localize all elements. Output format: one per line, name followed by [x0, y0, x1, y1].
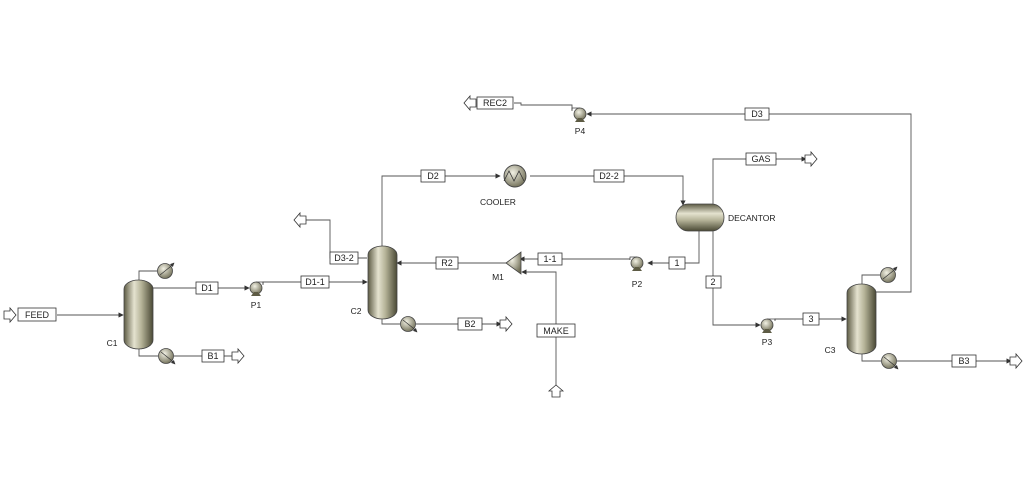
stream-d1-1[interactable]: D1-1 [300, 275, 330, 289]
stream-b1[interactable]: B1 [201, 349, 225, 363]
stream-gas-label: GAS [751, 154, 770, 164]
stream-feed-label: FEED [25, 310, 50, 320]
decanter-icon [675, 203, 725, 232]
unit-label-cooler: COOLER [480, 197, 516, 207]
stream-b1-label: B1 [207, 351, 218, 361]
stream-line-d2[interactable] [381, 173, 501, 247]
stream-d3-label: D3 [751, 109, 763, 119]
stream-b2-label: B2 [464, 319, 475, 329]
stream-make[interactable]: MAKE [536, 323, 576, 338]
block-arrow-icon [463, 94, 477, 112]
pump-p3[interactable] [760, 318, 776, 333]
unit-label-c3: C3 [825, 345, 836, 355]
stream-d1[interactable]: D1 [195, 281, 219, 295]
block-arrow-icon [3, 306, 17, 324]
pumps [249, 107, 776, 333]
pump-p2[interactable] [629, 256, 644, 271]
stream-line-make[interactable] [521, 269, 557, 388]
unit-label-c1: C1 [107, 338, 118, 348]
stream-line-gas[interactable] [712, 156, 807, 207]
stream-1-label: 1 [674, 258, 679, 268]
block-arrow-icon [1009, 352, 1023, 370]
stream-feed[interactable]: FEED [17, 307, 57, 322]
block-arrow-icon [231, 347, 245, 365]
pump-p1[interactable] [249, 281, 264, 296]
stream-1-1-label: 1-1 [543, 254, 556, 264]
c2-reboiler[interactable] [400, 316, 418, 333]
column-c1[interactable] [123, 279, 154, 350]
unit-label-p3: P3 [762, 337, 773, 347]
stream-d1-label: D1 [201, 283, 213, 293]
stream-make-label: MAKE [543, 326, 569, 336]
stream-3[interactable]: 3 [802, 312, 820, 326]
stream-1[interactable]: 1 [668, 256, 686, 270]
unit-label-p2: P2 [632, 279, 643, 289]
c1-condenser[interactable] [157, 262, 175, 279]
heat-exchangers [157, 164, 899, 370]
unit-label-m1: M1 [492, 272, 504, 282]
cooler[interactable] [503, 164, 527, 188]
stream-3-label: 3 [808, 314, 813, 324]
stream-d2[interactable]: D2 [420, 169, 446, 183]
block-arrow-icon [499, 315, 513, 333]
stream-line-c2-reboiler[interactable] [381, 318, 400, 325]
stream-d2-2-label: D2-2 [599, 171, 619, 181]
stream-line-2[interactable] [712, 230, 761, 328]
terminal-arrows [3, 94, 1023, 398]
column-c3[interactable] [846, 283, 877, 355]
stream-line-d2-2[interactable] [530, 175, 686, 206]
c1-reboiler[interactable] [158, 348, 176, 365]
stream-d2-label: D2 [427, 171, 439, 181]
stream-d2-2[interactable]: D2-2 [593, 169, 625, 183]
unit-label-c2: C2 [351, 306, 362, 316]
stream-r2-label: R2 [441, 258, 453, 268]
c3-reboiler[interactable] [881, 353, 899, 370]
stream-d3[interactable]: D3 [744, 107, 770, 121]
stream-1-1[interactable]: 1-1 [537, 252, 563, 266]
stream-r2[interactable]: R2 [435, 256, 459, 270]
block-arrow-icon [804, 150, 818, 168]
unit-label-p1: P1 [251, 300, 262, 310]
unit-labels: C1 C2 C3 P1 P2 P3 P4 COOLER DECANTOR M1 [107, 126, 836, 355]
distillation-column-icon [123, 279, 154, 350]
stream-2-label: 2 [710, 277, 715, 287]
stream-rec2[interactable]: REC2 [476, 96, 514, 110]
stream-b2[interactable]: B2 [457, 317, 483, 331]
stream-2[interactable]: 2 [705, 275, 722, 289]
unit-label-decantor: DECANTOR [728, 213, 776, 223]
column-c2[interactable] [367, 245, 398, 320]
stream-d1-1-label: D1-1 [305, 277, 325, 287]
stream-line-c3-reboiler[interactable] [861, 352, 881, 362]
decantor[interactable] [675, 203, 725, 232]
heat-exchanger-icon [503, 164, 527, 188]
stream-line-1[interactable] [647, 230, 700, 266]
stream-rec2-label: REC2 [483, 98, 507, 108]
mixer-icon [505, 251, 522, 275]
stream-line-rec2[interactable] [514, 102, 573, 110]
stream-line-c1-reboiler[interactable] [138, 347, 158, 357]
stream-labels: FEED D1 B1 D1-1 D3-2 D2 B2 R2 [17, 96, 977, 368]
stream-line-c3-condenser[interactable] [861, 274, 880, 286]
stream-line-c1-condenser[interactable] [138, 270, 157, 282]
distillation-column-icon [367, 245, 398, 320]
distillation-column-icon [846, 283, 877, 355]
stream-gas[interactable]: GAS [745, 152, 777, 166]
block-arrow-icon [293, 211, 307, 229]
stream-d3-2[interactable]: D3-2 [329, 251, 359, 265]
c3-condenser[interactable] [880, 266, 898, 283]
pump-p4[interactable] [571, 107, 587, 122]
stream-b3-label: B3 [958, 356, 969, 366]
unit-label-p4: P4 [575, 126, 586, 136]
mixer-m1[interactable] [505, 251, 522, 275]
stream-d3-2-label: D3-2 [334, 253, 354, 263]
block-arrow-icon [547, 384, 565, 398]
stream-b3[interactable]: B3 [951, 354, 977, 368]
